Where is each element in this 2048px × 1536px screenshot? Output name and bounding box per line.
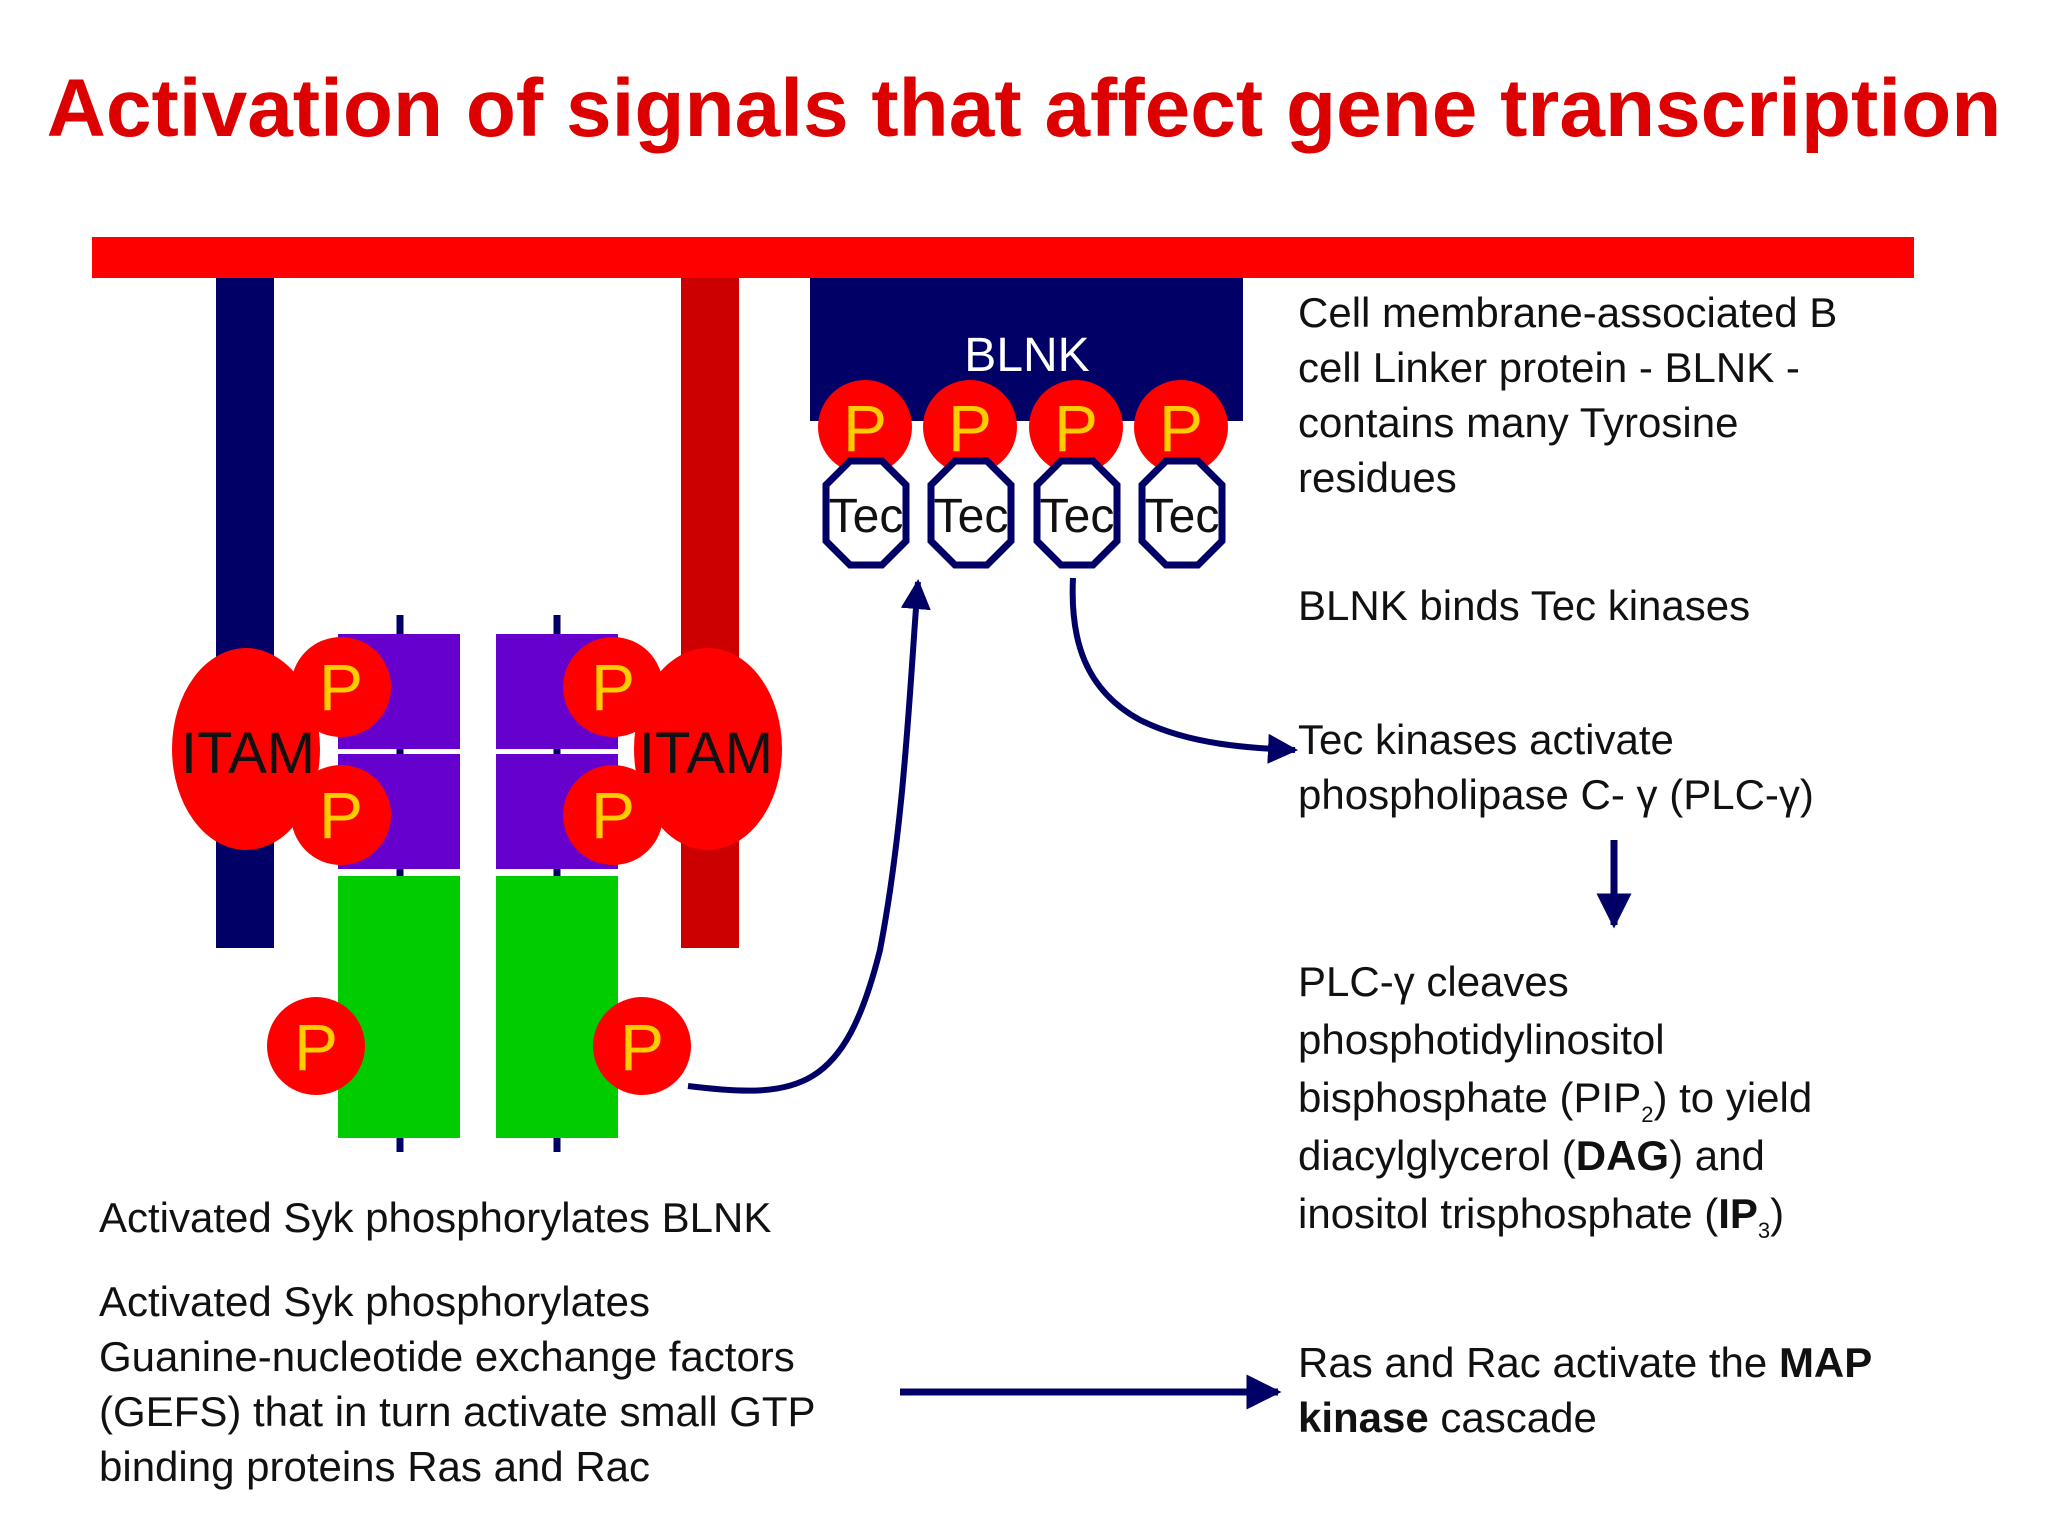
plc-line-5-end: ) — [1770, 1190, 1785, 1237]
phospho-blnk-3-label: P — [1054, 391, 1098, 465]
tec-kinase-2 — [927, 457, 1015, 569]
plc-line-4-end: ) and — [1669, 1132, 1765, 1179]
tec-activate-note: Tec kinases activate phospholipase C- γ … — [1298, 712, 1814, 822]
ip3-subscript: 3 — [1757, 1218, 1771, 1243]
phospho-itam-right-bottom — [563, 765, 663, 865]
plc-cleaves-note: PLC-γ cleaves phosphotidylinositol bisph… — [1298, 953, 1812, 1243]
syk-gef-line-1: Activated Syk phosphorylates — [99, 1278, 650, 1325]
tec-kinase-4-label: Tec — [1145, 490, 1220, 543]
syk-blnk-note: Activated Syk phosphorylates BLNK — [99, 1190, 771, 1245]
plc-line-2: phosphotidylinositol — [1298, 1016, 1665, 1063]
blnk-label: BLNK — [964, 329, 1089, 382]
itam-left-oval — [172, 648, 320, 850]
dag-term: DAG — [1575, 1132, 1670, 1179]
ras-rac-note: Ras and Rac activate the MAP kinase casc… — [1298, 1335, 1872, 1445]
syk-gef-note: Activated Syk phosphorylates Guanine-nuc… — [99, 1274, 816, 1494]
arrow-syk-to-blnk — [687, 579, 931, 1094]
pip-subscript: 2 — [1641, 1102, 1654, 1127]
phospho-blnk-1-label: P — [843, 391, 887, 465]
itam-right-label: ITAM — [639, 721, 773, 786]
phospho-blnk-4-label: P — [1159, 391, 1203, 465]
blnk-desc-line-4: residues — [1298, 454, 1457, 501]
plc-line-3: bisphosphate (PIP2) to yield — [1298, 1069, 1812, 1127]
map-term: MAP — [1778, 1339, 1873, 1386]
phospho-syk-left — [267, 997, 365, 1095]
tec-kinase-1-label: Tec — [829, 490, 904, 543]
arrow-tec-to-plc — [1069, 577, 1298, 764]
plc-line-5: inositol trisphosphate (IP3) — [1298, 1185, 1812, 1243]
kinase-term: kinase — [1298, 1394, 1429, 1441]
plc-line-1: PLC-γ cleaves — [1298, 958, 1569, 1005]
tec-kinase-3-label: Tec — [1040, 490, 1115, 543]
blnk-binds-note: BLNK binds Tec kinases — [1298, 578, 1750, 633]
page-title: Activation of signals that affect gene t… — [46, 63, 2002, 154]
tec-kinase-3 — [1033, 457, 1121, 569]
cell-membrane — [92, 237, 1914, 278]
plc-line-4-text: diacylglycerol ( — [1298, 1132, 1576, 1179]
phospho-syk-right — [593, 997, 691, 1095]
phospho-itam-left-bottom — [291, 765, 391, 865]
phospho-syk-left-label: P — [294, 1010, 338, 1084]
phospho-blnk-2-label: P — [948, 391, 992, 465]
syk-gef-line-4: binding proteins Ras and Rac — [99, 1443, 651, 1490]
phospho-blnk-4 — [1134, 380, 1228, 474]
plc-line-5-text: inositol trisphosphate ( — [1298, 1190, 1719, 1237]
tec-activate-line-1: Tec kinases activate — [1298, 716, 1674, 763]
tec-activate-line-2: phospholipase C- γ (PLC-γ) — [1298, 771, 1814, 818]
phospho-itam-right-bottom-label: P — [591, 778, 635, 852]
phospho-blnk-3 — [1029, 380, 1123, 474]
ip3-term: IP — [1718, 1190, 1758, 1237]
ras-line-2-text: cascade — [1428, 1394, 1597, 1441]
phospho-blnk-2 — [923, 380, 1017, 474]
syk-gef-line-2: Guanine-nucleotide exchange factors — [99, 1333, 795, 1380]
tec-kinase-1 — [822, 457, 910, 569]
plc-line-3-text: bisphosphate (PIP — [1298, 1074, 1642, 1121]
phospho-itam-left-bottom-label: P — [319, 778, 363, 852]
blnk-description: Cell membrane-associated B cell Linker p… — [1298, 285, 1837, 505]
tec-kinase-2-label: Tec — [934, 490, 1009, 543]
blnk-binds-text: BLNK binds Tec kinases — [1298, 582, 1751, 629]
phospho-itam-right-top — [563, 637, 663, 737]
plc-line-4: diacylglycerol (DAG) and — [1298, 1127, 1812, 1185]
syk-right-kinase-domain — [496, 876, 618, 1138]
phospho-itam-left-top — [291, 637, 391, 737]
blnk-desc-line-3: contains many Tyrosine — [1298, 399, 1739, 446]
phospho-syk-right-label: P — [620, 1010, 664, 1084]
ras-line-1: Ras and Rac activate the MAP — [1298, 1335, 1872, 1390]
syk-blnk-text: Activated Syk phosphorylates BLNK — [99, 1194, 772, 1241]
phospho-itam-right-top-label: P — [591, 650, 635, 724]
syk-left-kinase-domain — [338, 876, 460, 1138]
itam-right-oval — [634, 648, 782, 850]
syk-gef-line-3: (GEFS) that in turn activate small GTP — [99, 1388, 816, 1435]
tec-kinase-4 — [1138, 457, 1226, 569]
itam-left-label: ITAM — [181, 721, 315, 786]
phospho-blnk-1 — [818, 380, 912, 474]
plc-line-3-end: ) to yield — [1653, 1074, 1813, 1121]
phospho-itam-left-top-label: P — [319, 650, 363, 724]
ras-line-1-text: Ras and Rac activate the — [1298, 1339, 1779, 1386]
blnk-desc-line-2: cell Linker protein - BLNK - — [1298, 344, 1800, 391]
blnk-desc-line-1: Cell membrane-associated B — [1298, 289, 1838, 336]
ras-line-2: kinase cascade — [1298, 1390, 1872, 1445]
